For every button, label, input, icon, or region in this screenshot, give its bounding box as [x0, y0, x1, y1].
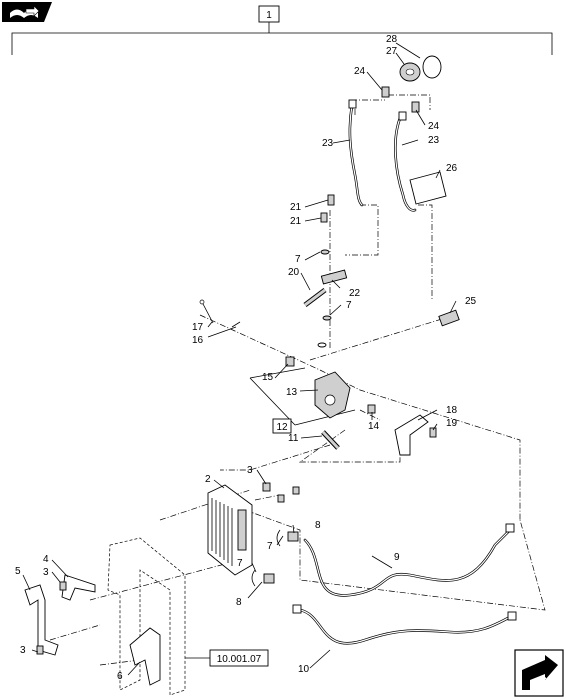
bolt-19[interactable]	[429, 427, 437, 438]
subassembly-box: 12	[272, 418, 292, 434]
fitting-8-bottom[interactable]	[263, 573, 275, 584]
callout-22: 22	[349, 288, 361, 299]
next-page-arrow-icon[interactable]	[514, 649, 564, 697]
bracket-18[interactable]	[394, 414, 429, 456]
bolt-21-b[interactable]	[320, 212, 328, 223]
callout-25: 25	[465, 296, 477, 307]
sensor-25[interactable]	[438, 309, 460, 327]
book-open-arrow-icon[interactable]	[2, 2, 52, 22]
clip-7-top[interactable]	[276, 529, 281, 547]
fitting-8-top[interactable]	[287, 531, 299, 542]
hose-23-left[interactable]	[348, 99, 364, 207]
valve-block-13[interactable]	[314, 371, 351, 419]
cap-27[interactable]	[399, 62, 421, 82]
callout-21b: 21	[290, 216, 302, 227]
callout-3c: 3	[20, 645, 26, 656]
bolt-3-left[interactable]	[59, 581, 67, 591]
fitting-22[interactable]	[320, 269, 348, 285]
bolt-3-bottom[interactable]	[36, 645, 44, 655]
pin-17[interactable]	[199, 299, 214, 324]
callout-7b: 7	[346, 300, 352, 311]
callout-8b: 8	[236, 597, 242, 608]
callout-8a: 8	[315, 520, 321, 531]
callout-7c: 7	[267, 541, 273, 552]
bracket-6[interactable]	[129, 627, 161, 686]
elbow-11[interactable]	[321, 430, 340, 450]
washer-7-a[interactable]	[320, 249, 330, 255]
bracket-4[interactable]	[61, 574, 96, 601]
callout-21a: 21	[290, 202, 302, 213]
frame-ghost	[107, 537, 186, 696]
callout-14: 14	[368, 421, 380, 432]
callout-16: 16	[192, 335, 204, 346]
callout-24b: 24	[428, 121, 440, 132]
hose-10[interactable]	[292, 604, 517, 645]
subassembly-box-label: 12	[276, 422, 288, 433]
callout-6: 6	[117, 671, 123, 682]
callout-3a: 3	[247, 465, 253, 476]
bolt-3-top[interactable]	[262, 482, 271, 492]
callout-2: 2	[205, 474, 211, 485]
callout-3b: 3	[43, 567, 49, 578]
callout-23a: 23	[322, 138, 334, 149]
hose-9[interactable]	[303, 523, 515, 597]
callout-26: 26	[446, 163, 458, 174]
callout-17: 17	[192, 322, 204, 333]
callout-9: 9	[394, 552, 400, 563]
o-ring-28[interactable]	[422, 55, 442, 79]
callout-5: 5	[15, 566, 21, 577]
callout-27: 27	[386, 46, 398, 57]
callout-13: 13	[286, 387, 298, 398]
callout-11: 11	[288, 433, 299, 444]
decal-26[interactable]	[409, 171, 447, 205]
callouts: 28 27 24 24 23 23 26 21 21 7 20 22 7 25 …	[15, 34, 477, 682]
bolt-small-cooler[interactable]	[277, 486, 300, 503]
callout-18: 18	[446, 405, 458, 416]
fitting-20[interactable]	[303, 288, 327, 307]
clip-7-bottom[interactable]	[251, 569, 256, 587]
leader-lines	[22, 42, 457, 676]
callout-19: 19	[446, 418, 458, 429]
bracket-5[interactable]	[24, 584, 59, 656]
fitting-24-right[interactable]	[411, 101, 420, 113]
fitting-15[interactable]	[285, 356, 295, 367]
fitting-14[interactable]	[367, 404, 376, 414]
bolt-21-a[interactable]	[327, 194, 335, 206]
reference-box-label: 10.001.07	[217, 654, 262, 665]
hose-23-right[interactable]	[394, 111, 417, 212]
callout-23b: 23	[428, 135, 440, 146]
fitting-24-left[interactable]	[381, 86, 390, 98]
assembly-box-label: 1	[266, 10, 272, 21]
washer-7-c[interactable]	[317, 342, 327, 348]
callout-20: 20	[288, 267, 300, 278]
callout-10: 10	[298, 664, 310, 675]
washer-7-b[interactable]	[322, 315, 332, 321]
callout-7d: 7	[237, 558, 243, 569]
callout-15: 15	[262, 372, 274, 383]
oil-cooler-2[interactable]	[207, 484, 253, 576]
callout-28: 28	[386, 34, 398, 45]
callout-7a: 7	[295, 254, 301, 265]
clip-16[interactable]	[231, 321, 241, 328]
assembly-box: 1	[258, 5, 280, 23]
callout-24a: 24	[354, 66, 366, 77]
callout-4: 4	[43, 554, 49, 565]
reference-box[interactable]: 10.001.07	[209, 649, 269, 667]
